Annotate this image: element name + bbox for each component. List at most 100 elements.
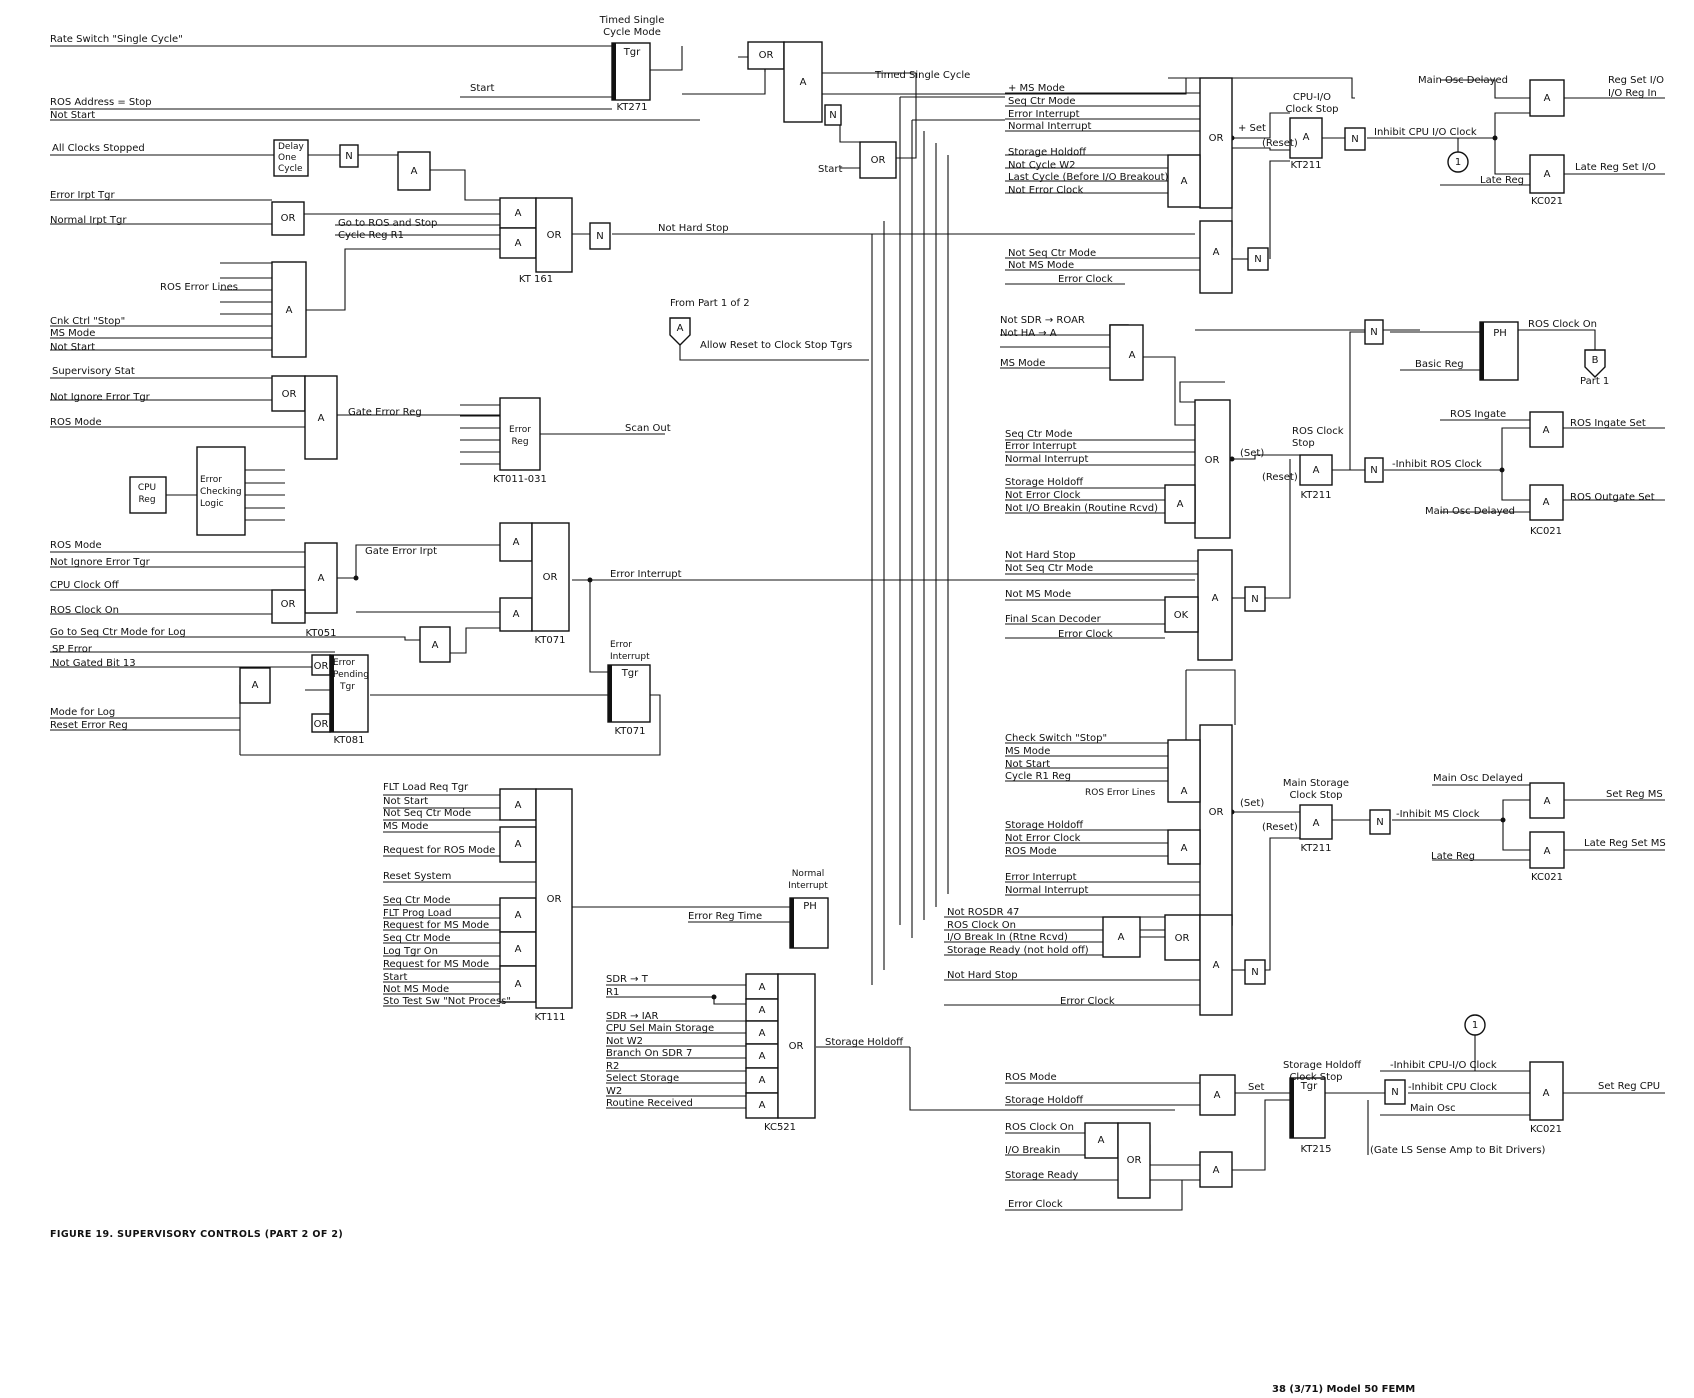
svg-text:Reg: Reg <box>511 437 528 447</box>
svg-text:PH: PH <box>1493 328 1507 339</box>
svg-text:Tgr: Tgr <box>621 668 639 679</box>
svg-text:Storage Holdoff: Storage Holdoff <box>1005 1095 1084 1106</box>
svg-text:CPU Clock Off: CPU Clock Off <box>50 580 120 591</box>
svg-text:Late Reg Set MS: Late Reg Set MS <box>1584 838 1666 849</box>
svg-text:All Clocks Stopped: All Clocks Stopped <box>52 143 145 154</box>
svg-text:Not Start: Not Start <box>1005 759 1050 770</box>
svg-text:OR: OR <box>281 213 296 224</box>
svg-text:Error Interrupt: Error Interrupt <box>1005 441 1077 452</box>
svg-text:MS Mode: MS Mode <box>383 821 428 832</box>
svg-text:Not Cycle W2: Not Cycle W2 <box>1008 160 1075 171</box>
svg-text:Storage Holdoff: Storage Holdoff <box>1005 820 1084 831</box>
svg-text:Delay: Delay <box>278 142 304 152</box>
svg-text:Not SDR → ROAR: Not SDR → ROAR <box>1000 315 1085 326</box>
svg-text:Reset System: Reset System <box>383 871 451 882</box>
svg-text:Reg: Reg <box>138 495 155 505</box>
svg-text:OR: OR <box>1205 455 1220 466</box>
svg-text:Seq Ctr Mode: Seq Ctr Mode <box>1008 96 1075 107</box>
svg-text:I/O Reg In: I/O Reg In <box>1608 88 1657 99</box>
svg-text:Not Seq Ctr Mode: Not Seq Ctr Mode <box>383 808 471 819</box>
svg-text:Not Hard Stop: Not Hard Stop <box>1005 550 1076 561</box>
svg-text:Storage Holdoff: Storage Holdoff <box>1005 477 1084 488</box>
svg-text:Sto Test Sw "Not Process": Sto Test Sw "Not Process" <box>383 996 511 1007</box>
svg-text:Request for ROS Mode: Request for ROS Mode <box>383 845 495 856</box>
svg-text:A: A <box>1543 497 1550 508</box>
svg-text:N: N <box>1251 967 1258 978</box>
svg-text:Late Reg: Late Reg <box>1431 851 1475 862</box>
offpage-connectors: A B 1 1 <box>669 151 1606 1036</box>
svg-text:Not MS Mode: Not MS Mode <box>1008 260 1074 271</box>
svg-text:Not Error Clock: Not Error Clock <box>1008 185 1084 196</box>
svg-text:KT 161: KT 161 <box>519 274 553 285</box>
svg-text:KT081: KT081 <box>334 735 365 746</box>
svg-text:A: A <box>1212 593 1219 604</box>
svg-text:Error: Error <box>200 475 222 485</box>
svg-text:Start: Start <box>470 83 495 94</box>
svg-text:Error Interrupt: Error Interrupt <box>610 569 682 580</box>
svg-text:N: N <box>1254 254 1261 265</box>
svg-text:Branch On SDR 7: Branch On SDR 7 <box>606 1048 692 1059</box>
svg-text:Go to ROS and Stop: Go to ROS and Stop <box>338 218 437 229</box>
svg-text:Not MS Mode: Not MS Mode <box>383 984 449 995</box>
svg-text:Not Start: Not Start <box>383 796 428 807</box>
svg-text:R2: R2 <box>606 1061 619 1072</box>
svg-text:A: A <box>1544 796 1551 807</box>
svg-text:Cnk Ctrl "Stop": Cnk Ctrl "Stop" <box>50 316 125 327</box>
svg-text:Not Start: Not Start <box>50 342 95 353</box>
svg-text:Request for MS Mode: Request for MS Mode <box>383 959 489 970</box>
svg-text:A: A <box>1118 932 1125 943</box>
svg-text:N: N <box>345 151 352 162</box>
svg-text:ROS Ingate Set: ROS Ingate Set <box>1570 418 1646 429</box>
svg-text:A: A <box>1098 1135 1105 1146</box>
svg-text:Normal Interrupt: Normal Interrupt <box>1005 454 1088 465</box>
svg-text:Reg Set I/O: Reg Set I/O <box>1608 75 1664 86</box>
svg-text:N: N <box>1391 1087 1398 1098</box>
svg-text:Main Osc: Main Osc <box>1410 1103 1456 1114</box>
svg-text:N: N <box>1351 134 1358 145</box>
svg-text:Not Error Clock: Not Error Clock <box>1005 833 1081 844</box>
svg-text:Select Storage: Select Storage <box>606 1073 679 1084</box>
svg-text:A: A <box>759 1100 766 1111</box>
svg-text:Storage Holdoff: Storage Holdoff <box>825 1037 904 1048</box>
svg-text:A: A <box>515 839 522 850</box>
svg-text:ROS Mode: ROS Mode <box>1005 846 1057 857</box>
svg-text:Storage Ready (not hold off): Storage Ready (not hold off) <box>947 945 1089 956</box>
svg-text:Last Cycle (Before I/O Breakou: Last Cycle (Before I/O Breakout) <box>1008 172 1169 183</box>
svg-text:A: A <box>515 944 522 955</box>
svg-text:Late Reg: Late Reg <box>1480 175 1524 186</box>
svg-text:ROS Clock: ROS Clock <box>1292 426 1344 437</box>
svg-text:FLT Load Req Tgr: FLT Load Req Tgr <box>383 782 469 793</box>
svg-text:Error: Error <box>610 640 632 650</box>
svg-text:OR: OR <box>1209 133 1224 144</box>
svg-text:Request for MS Mode: Request for MS Mode <box>383 920 489 931</box>
svg-text:Final Scan Decoder: Final Scan Decoder <box>1005 614 1102 625</box>
svg-text:OR: OR <box>282 389 297 400</box>
svg-text:Log Tgr On: Log Tgr On <box>383 946 438 957</box>
svg-text:A: A <box>318 413 325 424</box>
svg-text:CPU Sel Main Storage: CPU Sel Main Storage <box>606 1023 714 1034</box>
svg-text:(Set): (Set) <box>1240 448 1264 459</box>
svg-text:Timed Single: Timed Single <box>599 15 665 26</box>
svg-text:A: A <box>515 800 522 811</box>
svg-text:Seq Ctr Mode: Seq Ctr Mode <box>383 895 450 906</box>
svg-text:R1: R1 <box>606 987 619 998</box>
svg-text:Normal Interrupt: Normal Interrupt <box>1005 885 1088 896</box>
labels: Timed Single Cycle Mode KT271 KT 161 Del… <box>50 15 1666 1395</box>
svg-text:KC021: KC021 <box>1530 526 1562 537</box>
svg-text:CPU: CPU <box>138 483 156 493</box>
svg-text:A: A <box>513 537 520 548</box>
svg-text:KT071: KT071 <box>615 726 646 737</box>
svg-text:OR: OR <box>789 1041 804 1052</box>
svg-text:KC021: KC021 <box>1531 872 1563 883</box>
svg-text:KC521: KC521 <box>764 1122 796 1133</box>
svg-text:Logic: Logic <box>200 499 224 509</box>
svg-text:SDR → IAR: SDR → IAR <box>606 1011 659 1022</box>
svg-text:Interrupt: Interrupt <box>788 881 828 891</box>
svg-text:From Part 1 of 2: From Part 1 of 2 <box>670 298 750 309</box>
svg-text:Clock Stop: Clock Stop <box>1289 790 1342 801</box>
svg-text:Part 1: Part 1 <box>1580 376 1609 387</box>
svg-text:A: A <box>759 1028 766 1039</box>
svg-text:-Inhibit MS Clock: -Inhibit MS Clock <box>1396 809 1480 820</box>
svg-text:Error Clock: Error Clock <box>1008 1199 1063 1210</box>
svg-text:Not HA → A: Not HA → A <box>1000 328 1057 339</box>
